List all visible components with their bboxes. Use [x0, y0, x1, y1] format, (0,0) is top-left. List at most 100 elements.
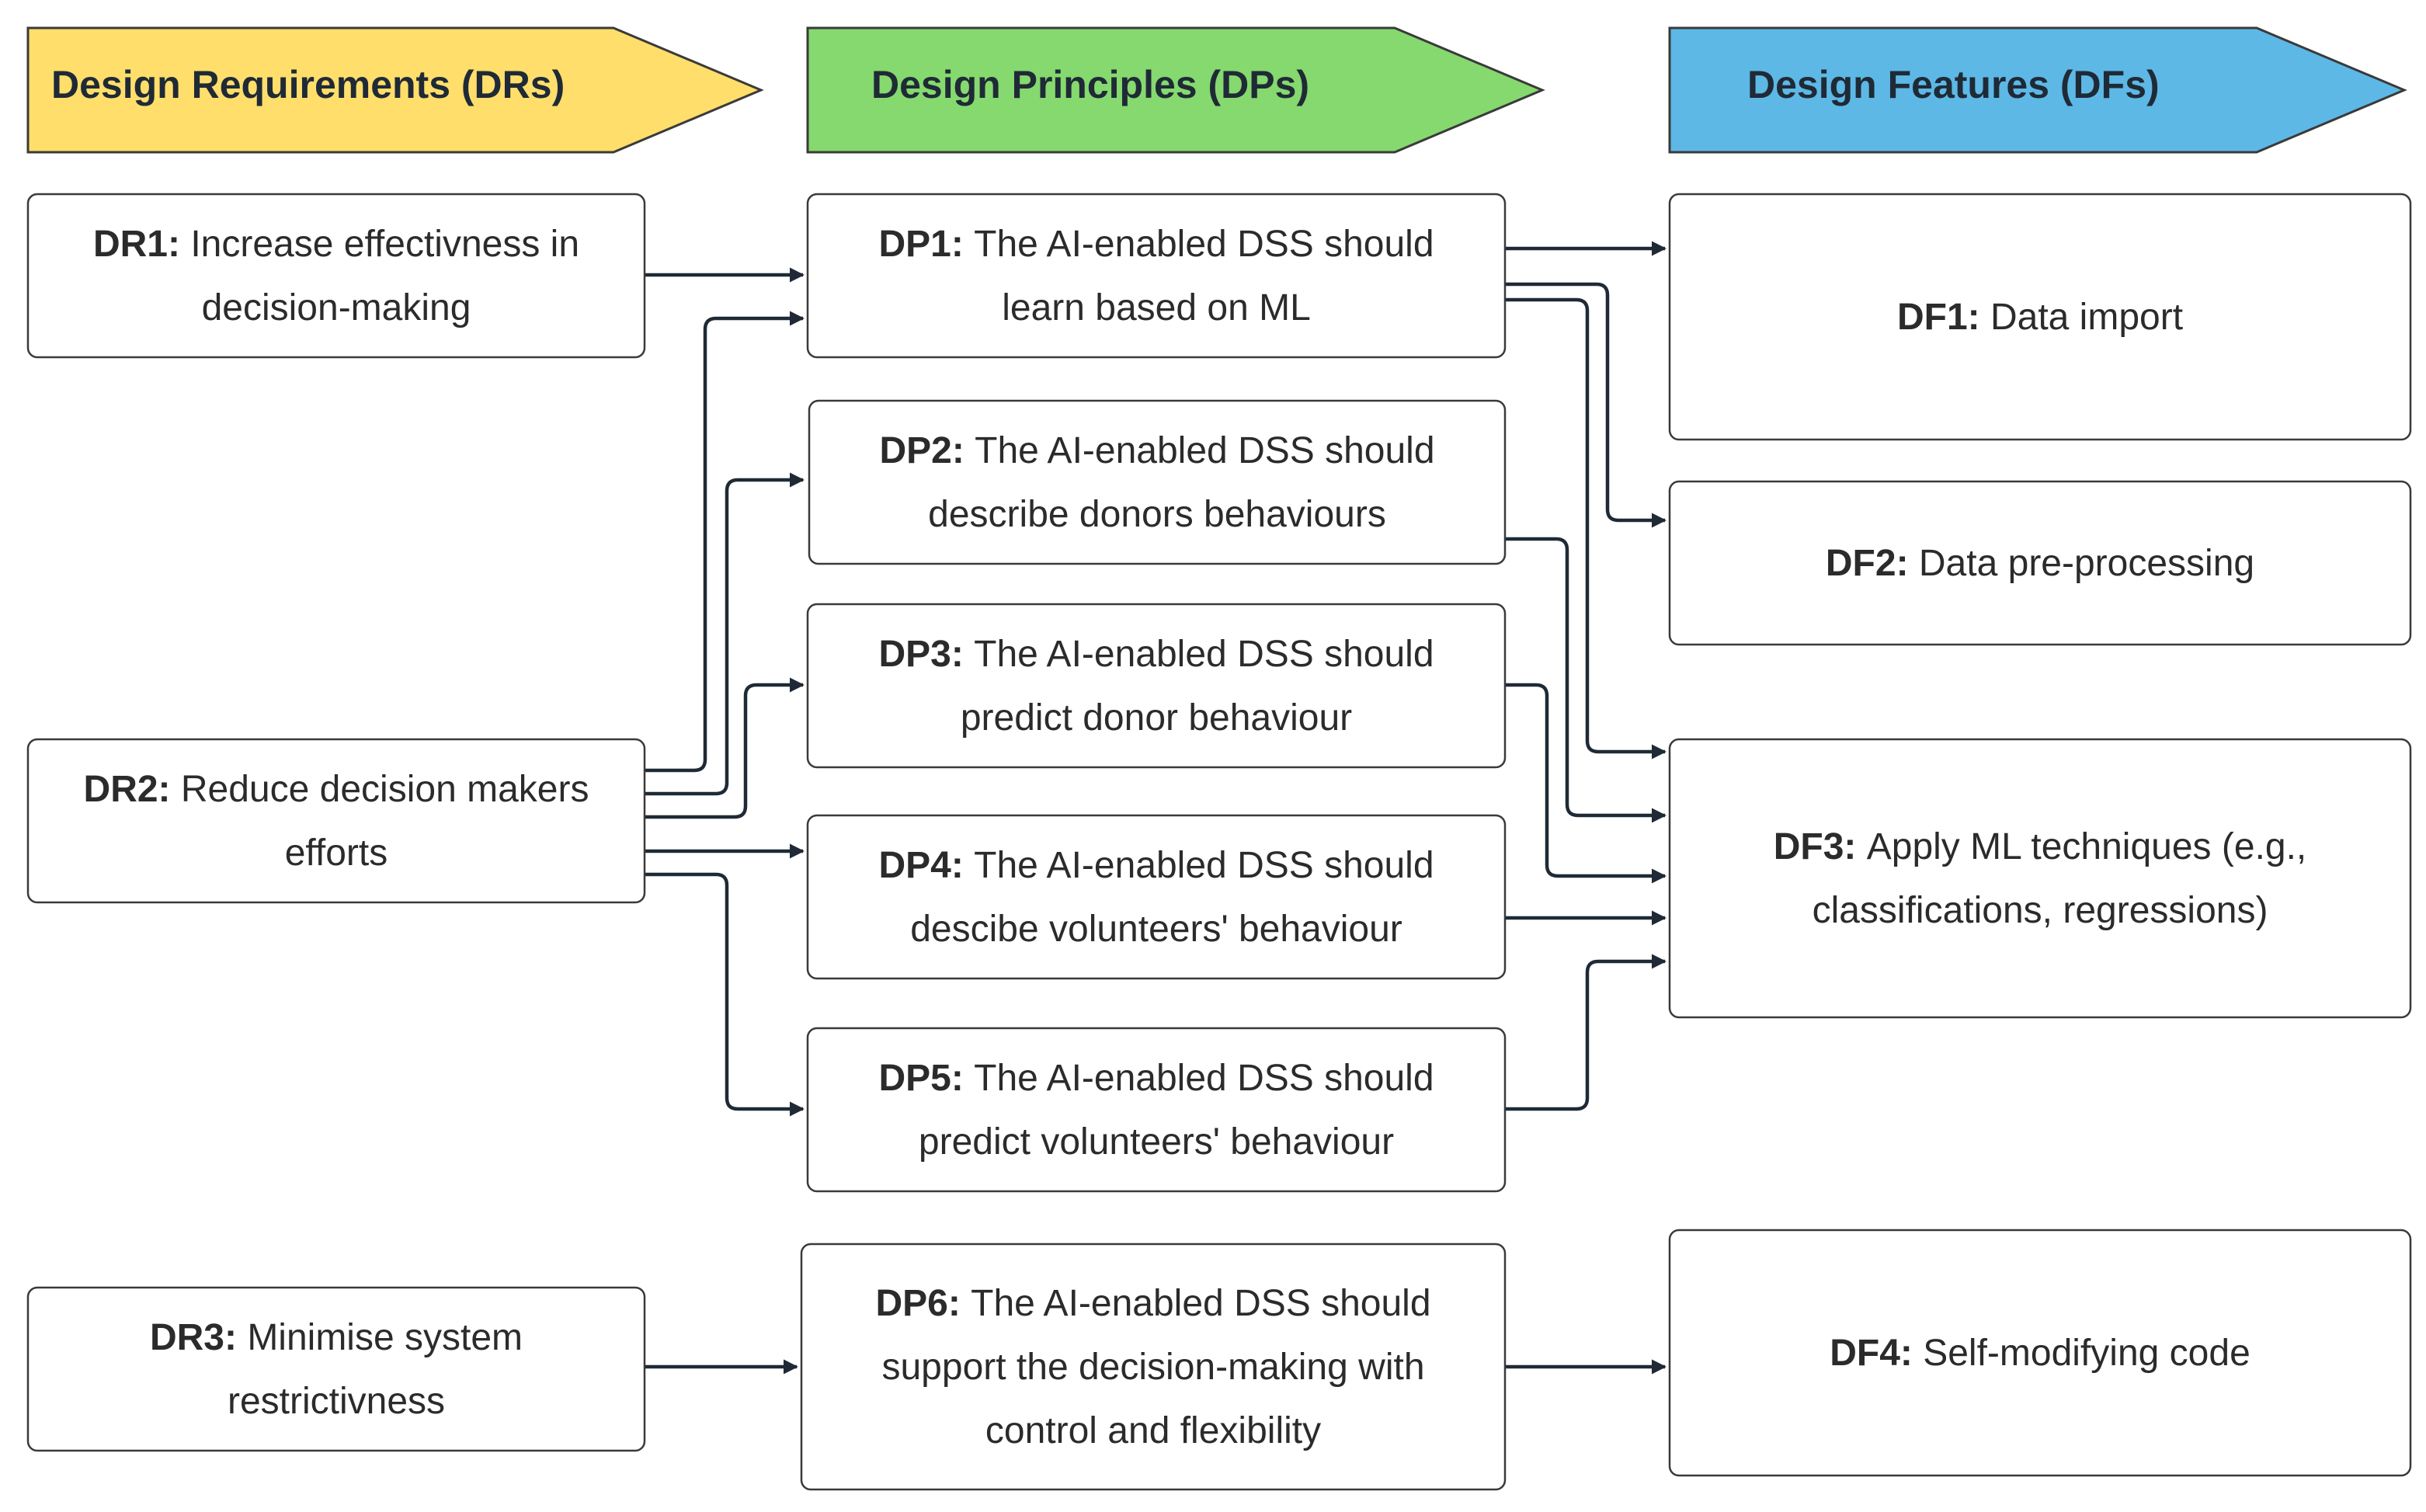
node-id-label: DF4:	[1830, 1333, 1923, 1374]
node-id-label: DF2:	[1826, 543, 1919, 584]
node-description: Apply ML techniques (e.g.,	[1867, 826, 2307, 867]
node-text-first-line: DP3: The AI-enabled DSS should	[878, 634, 1434, 675]
node-box	[1668, 193, 2412, 441]
node-description: The AI-enabled DSS should	[974, 845, 1434, 886]
node-description: Minimise system	[247, 1317, 523, 1358]
node-box	[806, 1027, 1507, 1193]
header-shape	[1668, 26, 2407, 154]
node-description: Increase effectivness in	[190, 224, 579, 265]
node-id-label: DR1:	[93, 224, 190, 265]
requirement-dr1: DR1: Increase effectivness in decision-ma…	[26, 193, 646, 359]
node-id-label: DP5:	[878, 1058, 974, 1099]
node-text-first-line: DR2: Reduce decision makers	[84, 769, 589, 810]
node-description: Data import	[1990, 297, 2183, 338]
edge-dp3-df3	[1505, 683, 1667, 884]
node-description: The AI-enabled DSS should	[974, 224, 1434, 265]
header-label: Design Features (DFs)	[1747, 63, 2160, 106]
edge-dp2-df3	[1505, 537, 1667, 823]
node-description: The AI-enabled DSS should	[974, 634, 1434, 675]
header-design-requirements: Design Requirements (DRs)	[26, 26, 764, 154]
edge-dp1-df2	[1505, 282, 1667, 528]
node-id-label: DR3:	[150, 1317, 247, 1358]
feature-df2: DF2: Data pre-processing	[1668, 480, 2412, 646]
node-id-label: DP4:	[878, 845, 974, 886]
node-description: classifications, regressions)	[1813, 890, 2268, 931]
node-description: Self-modifying code	[1923, 1333, 2250, 1374]
node-description: learn based on ML	[1002, 287, 1311, 328]
node-box	[806, 193, 1507, 359]
node-text-line: control and flexibility	[985, 1410, 1321, 1451]
header-design-principles: Design Principles (DPs)	[806, 26, 1545, 154]
node-text-first-line: DP2: The AI-enabled DSS should	[879, 430, 1434, 471]
node-description: efforts	[285, 832, 388, 874]
feature-df4: DF4: Self-modifying code	[1668, 1229, 2412, 1477]
node-description: Reduce decision makers	[181, 769, 589, 810]
node-box	[1668, 738, 2412, 1019]
edge-dr2-dp3	[645, 677, 805, 819]
node-description: predict donor behaviour	[961, 697, 1352, 739]
requirements-column: DR1: Increase effectivness in decision-ma…	[26, 193, 646, 1452]
node-text-first-line: DF2: Data pre-processing	[1826, 543, 2254, 584]
principle-dp2: DP2: The AI-enabled DSS should describe d…	[808, 399, 1507, 565]
connectors	[645, 241, 1667, 1375]
feature-df1: DF1: Data import	[1668, 193, 2412, 441]
node-text-line: describe donors behaviours	[928, 494, 1386, 535]
feature-df3: DF3: Apply ML techniques (e.g., classific…	[1668, 738, 2412, 1019]
node-box	[808, 399, 1507, 565]
node-text-first-line: DP6: The AI-enabled DSS should	[875, 1283, 1430, 1324]
node-description: control and flexibility	[985, 1410, 1321, 1451]
principle-dp3: DP3: The AI-enabled DSS should predict do…	[806, 603, 1507, 769]
header-shape	[26, 26, 764, 154]
node-text-first-line: DF1: Data import	[1897, 297, 2183, 338]
node-box	[26, 193, 646, 359]
node-text-line: restrictivness	[228, 1381, 445, 1422]
node-description: support the decision-making with	[881, 1347, 1424, 1388]
principle-dp6: DP6: The AI-enabled DSS should support th…	[800, 1243, 1507, 1491]
node-id-label: DF3:	[1774, 826, 1867, 867]
node-text-line: efforts	[285, 832, 388, 874]
principle-dp4: DP4: The AI-enabled DSS should descibe vo…	[806, 814, 1507, 980]
node-text-first-line: DP1: The AI-enabled DSS should	[878, 224, 1434, 265]
node-id-label: DF1:	[1897, 297, 1990, 338]
principle-dp5: DP5: The AI-enabled DSS should predict vo…	[806, 1027, 1507, 1193]
edge-dr2-dp2	[645, 472, 805, 796]
node-box	[1668, 480, 2412, 646]
node-text-first-line: DP5: The AI-enabled DSS should	[878, 1058, 1434, 1099]
node-description: The AI-enabled DSS should	[975, 430, 1434, 471]
node-box	[806, 814, 1507, 980]
header-label: Design Principles (DPs)	[871, 63, 1309, 106]
node-text-line: predict donor behaviour	[961, 697, 1352, 739]
node-description: predict volunteers' behaviour	[919, 1121, 1394, 1163]
node-text-line: predict volunteers' behaviour	[919, 1121, 1394, 1163]
node-text-line: support the decision-making with	[881, 1347, 1424, 1388]
requirement-dr3: DR3: Minimise system restrictivness	[26, 1286, 646, 1452]
node-text-first-line: DR1: Increase effectivness in	[93, 224, 579, 265]
header-shape	[806, 26, 1545, 154]
node-text-line: learn based on ML	[1002, 287, 1311, 328]
node-text-line: decision-making	[202, 287, 471, 328]
node-box	[800, 1243, 1507, 1491]
node-description: restrictivness	[228, 1381, 445, 1422]
node-box	[1668, 1229, 2412, 1477]
principle-dp1: DP1: The AI-enabled DSS should learn base…	[806, 193, 1507, 359]
node-description: Data pre-processing	[1919, 543, 2254, 584]
node-id-label: DP2:	[879, 430, 975, 471]
node-text-line: descibe volunteers' behaviour	[910, 909, 1402, 950]
node-box	[806, 603, 1507, 769]
node-text-line: classifications, regressions)	[1813, 890, 2268, 931]
node-description: describe donors behaviours	[928, 494, 1386, 535]
node-text-first-line: DP4: The AI-enabled DSS should	[878, 845, 1434, 886]
node-box	[26, 1286, 646, 1452]
edge-dr2-dp1	[645, 311, 805, 773]
node-text-first-line: DR3: Minimise system	[150, 1317, 523, 1358]
edge-dp5-df3	[1505, 954, 1667, 1111]
node-id-label: DP6:	[875, 1283, 971, 1324]
node-description: descibe volunteers' behaviour	[910, 909, 1402, 950]
header-label: Design Requirements (DRs)	[51, 63, 565, 106]
node-id-label: DR2:	[84, 769, 181, 810]
edge-dr2-dp5	[645, 872, 805, 1117]
node-description: The AI-enabled DSS should	[974, 1058, 1434, 1099]
